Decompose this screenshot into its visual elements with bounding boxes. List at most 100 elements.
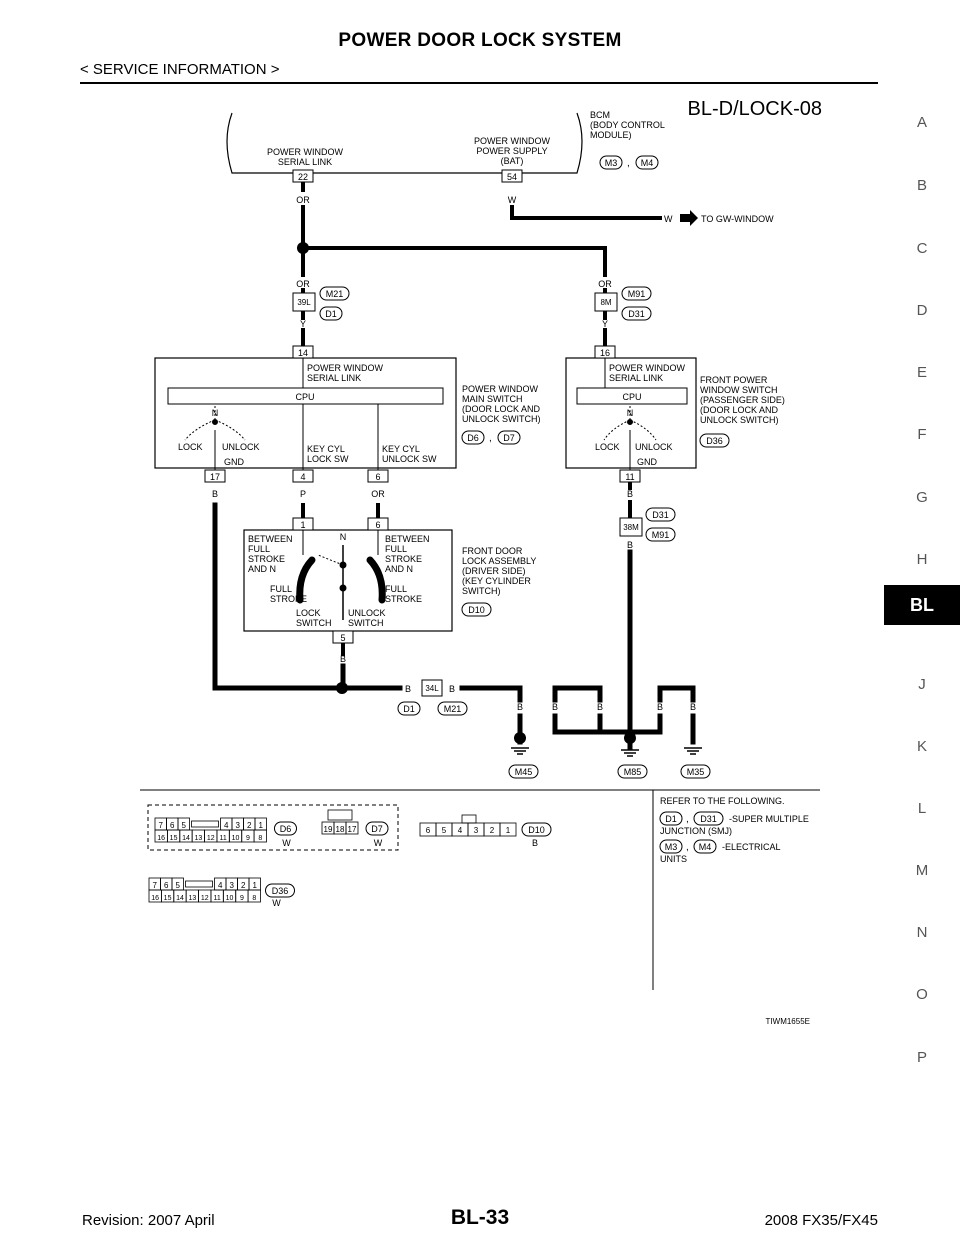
connector-d10-view <box>521 822 552 837</box>
d10-pin-text: 5 <box>442 826 447 835</box>
d6-connector-pin-text: 8 <box>258 835 262 842</box>
connector-m4-refer <box>693 839 717 854</box>
side-nav-o[interactable]: O <box>916 986 928 1003</box>
between-left-label: FULL <box>248 544 270 554</box>
pin-17-text: 17 <box>210 472 220 482</box>
side-nav-g[interactable]: G <box>916 489 928 506</box>
splice-dot-ground <box>514 732 526 744</box>
connector-m21-text: M21 <box>326 289 344 299</box>
pin-4-text: 4 <box>300 472 305 482</box>
bcm-power-supply-label: POWER WINDOW <box>474 136 550 146</box>
switch-pivot <box>212 419 218 425</box>
side-nav-bl[interactable]: BL <box>884 585 960 625</box>
between-right-label: STROKE <box>385 554 422 564</box>
side-nav-k[interactable]: K <box>916 738 927 755</box>
header-rule <box>80 82 878 84</box>
full-stroke-left-label: STROKE <box>270 594 307 604</box>
d6-color: W <box>282 838 291 848</box>
wire-color-or: OR <box>598 279 612 289</box>
side-nav-c[interactable]: C <box>916 240 928 257</box>
side-nav-j[interactable]: J <box>918 676 926 693</box>
side-nav-d[interactable]: D <box>916 302 928 319</box>
side-nav-p[interactable]: P <box>916 1049 927 1066</box>
switch-pivot <box>339 584 347 592</box>
wire-b-main-ground <box>212 502 345 691</box>
d7-pin <box>345 821 359 835</box>
splice-dot-top <box>297 242 309 254</box>
door-lock-name: (KEY CYLINDER <box>462 576 531 586</box>
main-cpu-box <box>167 387 444 405</box>
refer-eu-text: -ELECTRICAL <box>722 842 781 852</box>
dashed-connector-frame <box>147 804 399 851</box>
front-serial-link-label: POWER WINDOW <box>609 363 685 373</box>
main-gnd-label: GND <box>224 457 245 467</box>
connector-d6 <box>461 430 485 445</box>
bcm-power-supply-label: POWER SUPPLY <box>476 146 547 156</box>
d10-pin <box>499 822 517 837</box>
d36-color: W <box>272 898 281 908</box>
pin-22-text: 22 <box>298 172 308 182</box>
between-left-label: BETWEEN <box>248 534 293 544</box>
connector-d31-text: D31 <box>628 309 645 319</box>
pin-16-text: 16 <box>600 348 610 358</box>
d6-connector-pin-text: 2 <box>247 821 252 830</box>
wire-b <box>657 685 696 703</box>
wire-color-or: OR <box>296 195 310 205</box>
wire-or <box>301 246 607 277</box>
side-nav-l[interactable]: L <box>917 800 927 817</box>
refer-eu-text2: UNITS <box>660 854 687 864</box>
connector-d31-text: D31 <box>652 510 669 520</box>
side-nav-h[interactable]: H <box>916 551 928 568</box>
side-nav-b[interactable]: B <box>916 177 927 194</box>
main-switch-name: (DOOR LOCK AND <box>462 404 541 414</box>
wire-color-b: B <box>449 684 455 694</box>
bcm-serial-link-label: SERIAL LINK <box>278 157 332 167</box>
d36-connector-pin-text: 2 <box>241 881 246 890</box>
main-key-unlock-label: KEY CYL <box>382 444 420 454</box>
connector-d36-view <box>265 883 295 898</box>
front-serial-link-label: SERIAL LINK <box>609 373 663 383</box>
side-nav-e[interactable]: E <box>916 364 927 381</box>
wire-color-or: OR <box>371 489 385 499</box>
wire-color-p: P <box>300 489 306 499</box>
main-lock-switch <box>184 404 246 441</box>
d36-connector-pin <box>247 889 261 903</box>
connector-d1-text: D1 <box>325 309 337 319</box>
connector-d6-view-text: D6 <box>280 824 292 834</box>
switch-pivot <box>339 561 347 569</box>
d10-pin-text: 4 <box>458 826 463 835</box>
side-nav-n[interactable]: N <box>916 924 928 941</box>
front-switch-name: (DOOR LOCK AND <box>700 405 779 415</box>
main-key-lock-label: KEY CYL <box>307 444 345 454</box>
wire-color-b: B <box>627 489 633 499</box>
door-lock-name: LOCK ASSEMBLY <box>462 556 536 566</box>
d6-connector-pin-text: 14 <box>182 835 190 842</box>
between-left-label: AND N <box>248 564 276 574</box>
main-switch-name: UNLOCK SWITCH) <box>462 414 541 424</box>
side-nav-a[interactable]: A <box>916 114 927 131</box>
connector-sep: , <box>627 158 630 169</box>
side-nav-f[interactable]: F <box>917 426 927 443</box>
main-unlock-label: UNLOCK <box>222 442 260 452</box>
d6-connector-pin-text: 4 <box>224 821 229 830</box>
side-nav-m[interactable]: M <box>915 862 929 879</box>
wire-color-b: B <box>597 702 603 712</box>
pin-54-text: 54 <box>507 172 517 182</box>
front-switch-name: FRONT POWER <box>700 375 768 385</box>
connector-sep: , <box>686 842 689 853</box>
d36-connector-pin-text: 16 <box>151 895 159 902</box>
wire-color-w: W <box>508 195 517 205</box>
connector-d7-view-text: D7 <box>371 824 383 834</box>
d36-connector-pin-text: 5 <box>176 881 181 890</box>
d10-color: B <box>532 838 538 848</box>
connector-m21 <box>437 701 468 716</box>
pin-11-text: 11 <box>625 472 634 482</box>
wire-color-b: B <box>657 702 663 712</box>
main-key-lock-label: LOCK SW <box>307 454 349 464</box>
d36-connector-pin-text: 14 <box>176 895 184 902</box>
connector-m35-text: M35 <box>687 767 705 777</box>
d10-pin-text: 1 <box>506 826 511 835</box>
front-switch-name: (PASSENGER SIDE) <box>700 395 785 405</box>
main-switch-name: MAIN SWITCH <box>462 394 523 404</box>
d10-pin-text: 3 <box>474 826 479 835</box>
